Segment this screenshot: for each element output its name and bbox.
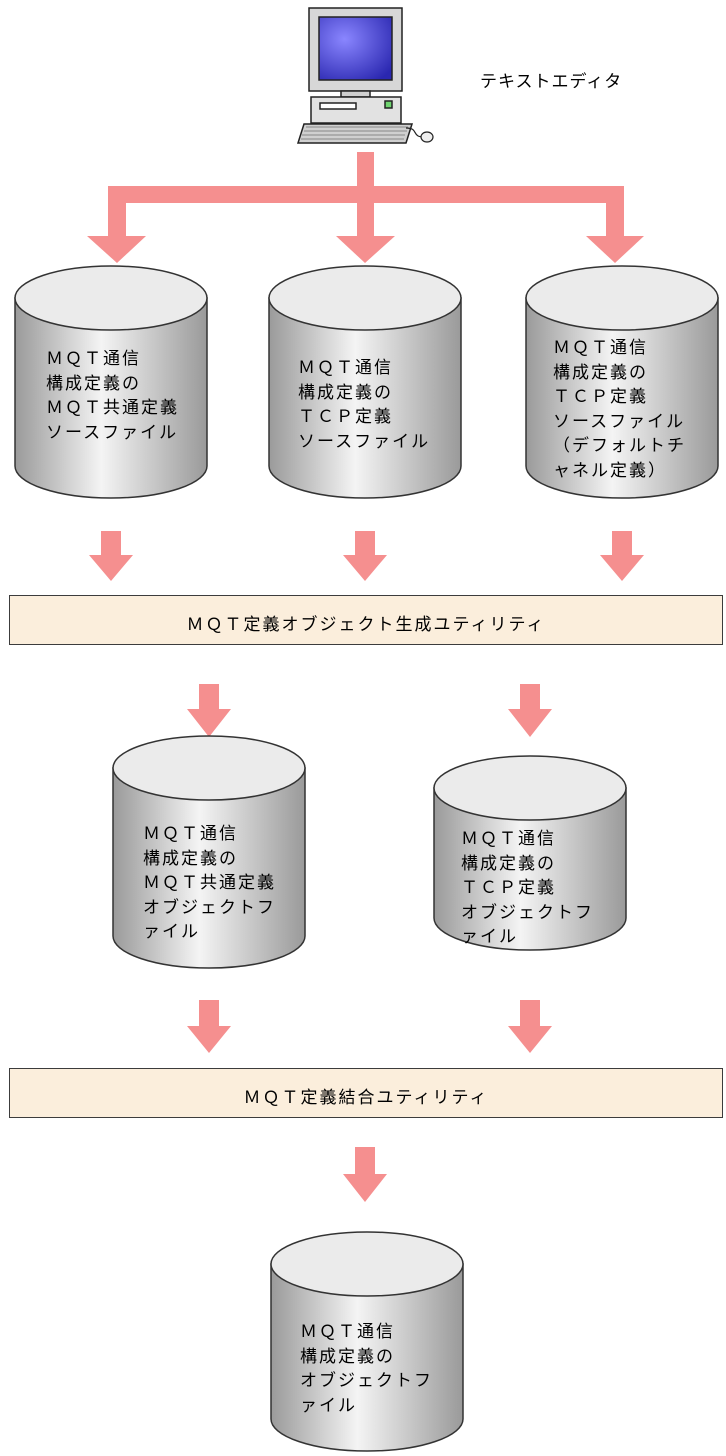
text-editor-label: テキストエディタ <box>480 72 623 92</box>
source-cylinder-3 <box>525 265 719 499</box>
distribution-arrows <box>87 152 644 263</box>
arrows-to-combine <box>187 1000 552 1053</box>
arrows-to-objects <box>187 684 552 737</box>
object-generation-utility-label: ＭＱＴ定義オブジェクト生成ユティリティ <box>186 615 546 635</box>
definition-combine-utility-label: ＭＱＴ定義結合ユティリティ <box>243 1088 489 1108</box>
object-cylinder-2 <box>433 755 627 951</box>
arrows-to-generate <box>89 531 644 581</box>
source-file-label-1: ＭＱＴ通信 構成定義の ＭＱＴ共通定義 ソースファイル <box>46 349 179 443</box>
result-cylinder <box>270 1231 464 1452</box>
source-cylinder-1 <box>14 265 208 499</box>
result-file-label: ＭＱＴ通信 構成定義の オブジェクトフ ァイル <box>300 1322 433 1416</box>
object-file-label-2: ＭＱＴ通信 構成定義の ＴＣＰ定義 オブジェクトフ ァイル <box>461 829 594 947</box>
object-file-label-1: ＭＱＴ通信 構成定義の ＭＱＴ共通定義 オブジェクトフ ァイル <box>143 824 276 942</box>
source-file-label-2: ＭＱＴ通信 構成定義の ＴＣＰ定義 ソースファイル <box>298 358 431 452</box>
object-generation-utility: ＭＱＴ定義オブジェクト生成ユティリティ <box>9 595 723 645</box>
source-cylinder-2 <box>268 265 462 499</box>
source-file-label-3: ＭＱＴ通信 構成定義の ＴＣＰ定義 ソースファイル （デフォルトチ ャネル定義） <box>553 338 686 481</box>
object-cylinder-1 <box>112 735 306 969</box>
arrow-to-result <box>343 1147 387 1202</box>
definition-combine-utility: ＭＱＴ定義結合ユティリティ <box>9 1068 723 1118</box>
computer-icon <box>296 7 434 144</box>
